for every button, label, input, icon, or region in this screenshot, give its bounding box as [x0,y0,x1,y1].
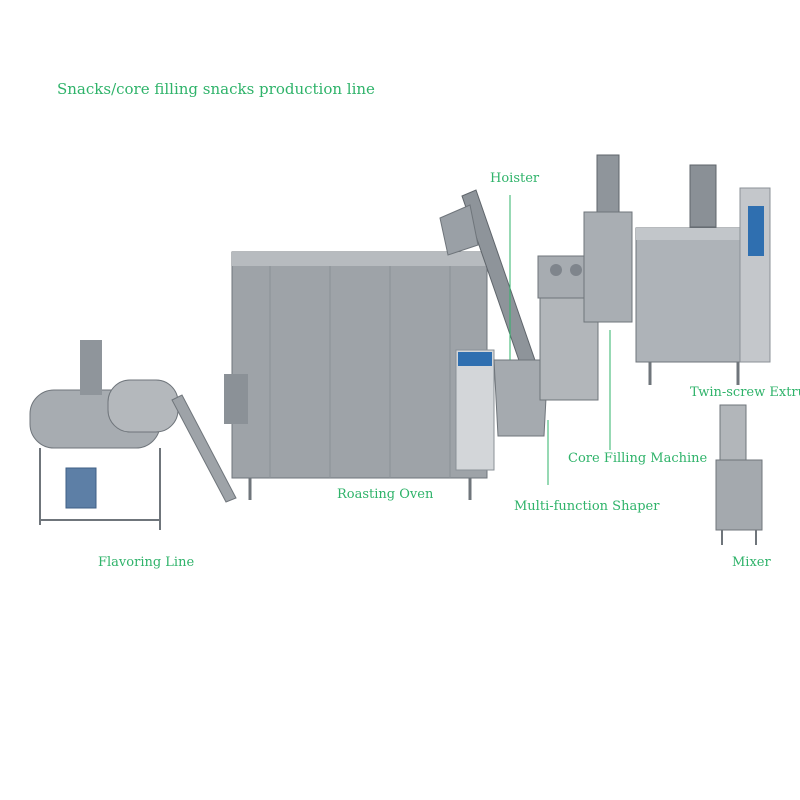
flavoring-line-label: Flavoring Line [98,555,195,570]
diagram-title: Snacks/core filling snacks production li… [57,80,375,98]
flavoring-line-machine [29,340,237,530]
multi-function-shaper-label: Multi-function Shaper [514,499,660,514]
roasting-oven-label: Roasting Oven [337,487,434,502]
twin-screw-extruder-machine [635,164,771,385]
core-filling-machine-unit [583,154,633,450]
roasting-oven-machine [224,251,488,500]
mixer-machine [715,404,763,545]
hoister-machine [439,189,549,437]
twin-screw-extruder-label: Twin-screw Extruder [690,385,800,400]
hoister-label: Hoister [490,171,540,186]
control-cabinet [455,349,495,471]
core-filling-machine-label: Core Filling Machine [568,451,708,466]
mixer-label: Mixer [732,555,771,570]
